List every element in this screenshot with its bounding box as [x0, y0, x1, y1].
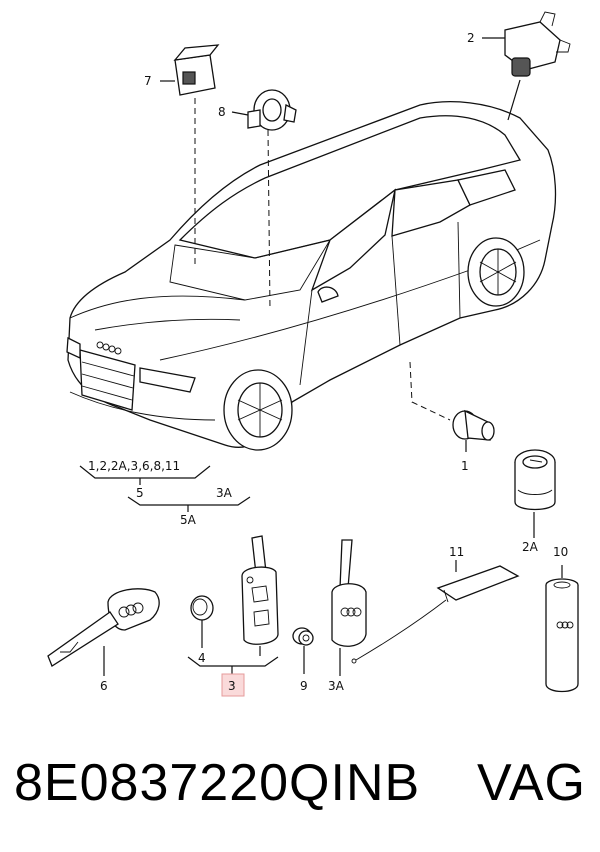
callout-9: 9	[300, 679, 308, 693]
part-2-ignition-switch	[482, 11, 571, 77]
set-label-5a: 5A	[180, 513, 197, 527]
part-10-spray-can	[545, 565, 579, 693]
part-3a-flip-key	[331, 539, 367, 676]
part-number: 8E0837220QINB	[14, 754, 421, 812]
part-9-ring	[292, 627, 314, 674]
callout-3: 3	[228, 679, 236, 693]
part-3-remote-key	[241, 535, 279, 656]
leader-line-2	[507, 79, 521, 121]
set-brackets	[79, 465, 251, 512]
callout-2: 2	[467, 31, 475, 45]
callout-10: 10	[553, 545, 568, 559]
callout-7: 7	[144, 74, 152, 88]
callout-8: 8	[218, 105, 226, 119]
highlight-box-3	[221, 673, 245, 697]
callout-4: 4	[198, 651, 206, 665]
callout-1: 1	[461, 459, 469, 473]
car-illustration	[66, 101, 557, 451]
callout-2a: 2A	[522, 540, 539, 554]
brand-name: VAG	[477, 754, 586, 812]
part-1-lock-barrel	[452, 409, 495, 452]
set-label-5: 5	[136, 486, 144, 500]
part-8-lock-cylinder	[231, 89, 297, 131]
set-list-label: 1,2,2A,3,6,8,11	[88, 459, 180, 473]
callout-6: 6	[100, 679, 108, 693]
leader-line-1	[409, 361, 451, 421]
part-2a-lock-cylinder	[514, 449, 556, 538]
part-4-battery	[190, 595, 214, 648]
leader-line-8	[267, 129, 271, 311]
part-11-tag	[351, 560, 520, 664]
callout-11: 11	[449, 545, 464, 559]
set-label-3a: 3A	[216, 486, 233, 500]
callout-3a: 3A	[328, 679, 345, 693]
part-6-key	[47, 588, 160, 676]
footer: 8E0837220QINB VAG	[0, 748, 600, 818]
part-7-switch	[160, 44, 220, 96]
